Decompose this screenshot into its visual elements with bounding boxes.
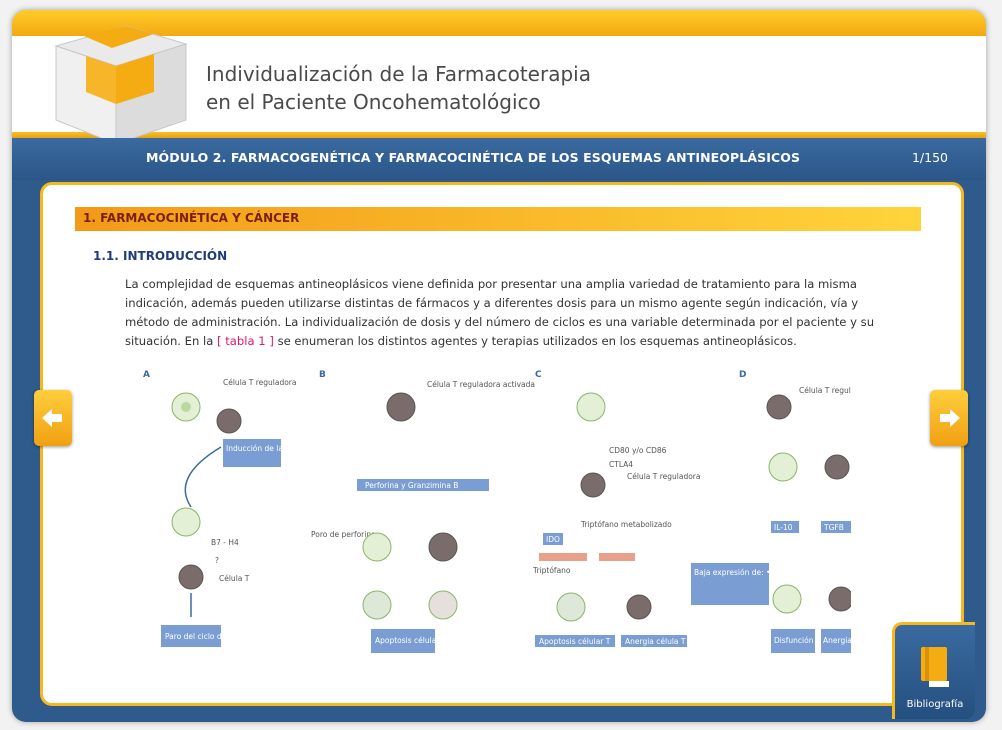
header-stripe [12, 132, 986, 138]
panel-a-cycle-box [161, 625, 221, 647]
panel-c-apoptosis-box [535, 635, 615, 647]
t-cell-icon [626, 594, 652, 620]
panel-d-letter: D [739, 370, 746, 380]
panel-c-anergy-text: Anergia célula T [625, 637, 686, 646]
panel-c-treg-label: Célula T reguladora [627, 472, 700, 481]
dendritic-nucleus-icon [181, 402, 191, 412]
t-cell-icon [824, 454, 850, 480]
panel-a-tcell-label: Célula T [219, 574, 250, 583]
panel-a-question: ? [215, 556, 219, 565]
panel-a-letter: A [143, 370, 150, 380]
panel-a-treg-label: Célula T reguladora [223, 378, 296, 387]
panel-d-tgfb-text: TGFB [823, 523, 844, 532]
t-cell-icon [216, 408, 242, 434]
immune-mechanisms-figure: A Célula T reguladora Inducción de la ex… [143, 370, 851, 653]
panel-d-il10-box [771, 521, 799, 533]
t-cell-icon [580, 472, 606, 498]
dendritic-cell-icon [576, 392, 606, 422]
panel-d-dysfunction-text: Disfunción APC [774, 636, 831, 645]
app-title: Individualización de la Farmacoterapia e… [206, 60, 591, 116]
panel-d-tgfb-box [821, 521, 851, 533]
next-page-button[interactable] [930, 390, 968, 446]
panel-b-apoptosis-text: Apoptosis células T y APC [375, 636, 471, 645]
app-title-line2: en el Paciente Oncohematológico [206, 90, 541, 114]
previous-page-button[interactable] [34, 390, 72, 446]
panel-b-treg-label: Célula T reguladora activada [427, 380, 535, 389]
panel-b-letter: B [319, 370, 326, 380]
subsection-title: 1.1. INTRODUCCIÓN [93, 249, 228, 263]
tryptophan-chain-icon [539, 553, 587, 561]
content-panel: 1. FARMACOCINÉTICA Y CÁNCER 1.1. INTRODU… [40, 182, 964, 706]
panel-d-anergy-text: Anergia célula T [823, 636, 851, 645]
t-cell-icon [178, 564, 204, 590]
panel-a-induction-box [223, 439, 281, 467]
dendritic-cell-icon [772, 584, 802, 614]
panel-c-letter: C [535, 370, 542, 380]
panel-c-tryp-label: Triptófano [532, 566, 571, 575]
panel-c-anergy-box [621, 635, 687, 647]
arrow-left-icon [42, 409, 62, 427]
page-counter: 1/150 [911, 150, 948, 165]
dendritic-cell-icon [171, 507, 201, 537]
book-icon [921, 647, 949, 687]
paragraph-text-after: se enumeran los distintos agentes y tera… [277, 334, 797, 348]
panel-d-treg-label: Célula T reguladora [799, 386, 851, 395]
panel-d-anergy-box [821, 629, 851, 653]
section-title: 1. FARMACOCINÉTICA Y CÁNCER [83, 211, 300, 225]
apoptotic-cell-icon [556, 592, 586, 622]
module-bar [12, 138, 986, 180]
panel-d-il10-text: IL-10 [774, 523, 793, 532]
module-title: MÓDULO 2. FARMACOGENÉTICA Y FARMACOCINÉT… [146, 150, 801, 165]
t-cell-icon [386, 392, 416, 422]
tryptophan-metabolized-icon [599, 553, 635, 561]
bibliography-label: Bibliografía [906, 699, 964, 710]
arrow-right-icon [940, 409, 960, 427]
panel-c-ctla4-label: CTLA4 [609, 460, 633, 469]
panel-d-dysfunction-box [771, 629, 815, 653]
paragraph-text-before: La complejidad de esquemas antineoplásic… [125, 277, 875, 348]
header-top-bar [12, 10, 986, 36]
panel-b-perforin-box [357, 479, 489, 491]
apoptotic-cell-icon [362, 590, 392, 620]
panel-b-pore-label: Poro de perforina [311, 530, 376, 539]
dendritic-cell-icon [362, 532, 392, 562]
panel-b-perforin-text: Perforina y Granzimina B [365, 481, 458, 490]
apoptotic-cell-icon [428, 590, 458, 620]
dendritic-cell-icon [768, 452, 798, 482]
app-title-line1: Individualización de la Farmacoterapia [206, 62, 591, 86]
panel-a-induction-text: Inducción de la expresión B7 - H4 [226, 444, 352, 453]
bibliography-button[interactable]: Bibliografía [892, 622, 975, 719]
panel-d-expression-text: Baja expresión de: • Moléculas del MHC •… [694, 568, 851, 577]
panel-a-b7-label: B7 - H4 [211, 538, 239, 547]
puzzle-cube-logo [54, 25, 188, 145]
panel-c-tryp-met-label: Triptófano metabolizado [580, 520, 672, 529]
panel-c-apoptosis-text: Apoptosis célular T [539, 637, 611, 646]
panel-a-arrow [184, 446, 222, 508]
intro-paragraph: La complejidad de esquemas antineoplásic… [125, 275, 885, 351]
panel-c-cd80-label: CD80 y/o CD86 [609, 446, 667, 455]
t-cell-icon [828, 586, 851, 612]
panel-c-ido-text: IDO [546, 535, 560, 544]
panel-a-cycle-text: Paro del ciclo de la célula T [165, 632, 267, 641]
panel-d-expression-box [691, 563, 769, 605]
t-cell-icon [428, 532, 458, 562]
panel-b-apoptosis-box [371, 629, 435, 653]
t-cell-icon [766, 394, 792, 420]
section-header: 1. FARMACOCINÉTICA Y CÁNCER [75, 207, 921, 231]
table-1-link[interactable]: [ tabla 1 ] [217, 334, 274, 348]
panel-c-ido-box [543, 533, 563, 545]
app-frame: Individualización de la Farmacoterapia e… [12, 10, 986, 722]
